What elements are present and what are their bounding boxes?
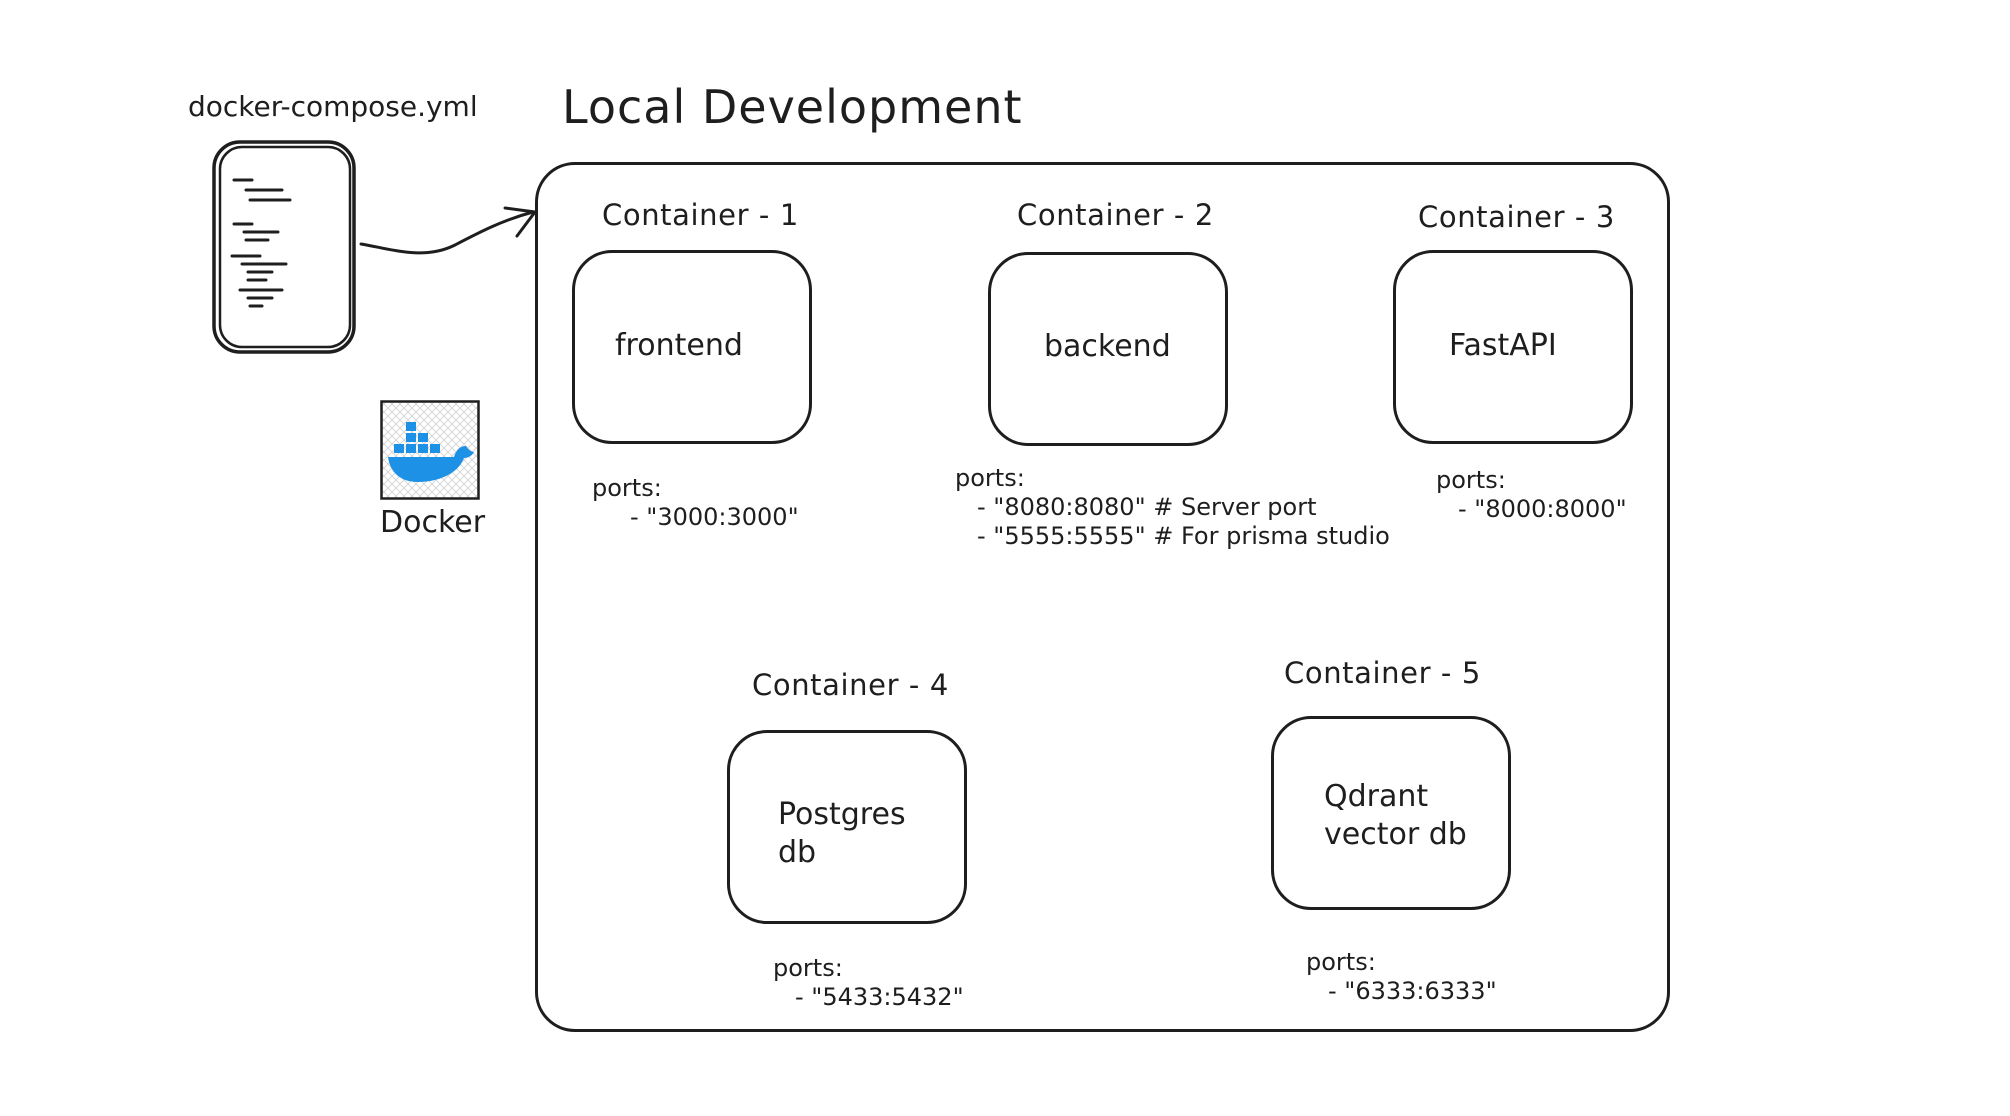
container-3-title: Container - 3 [1418, 200, 1615, 234]
container-4-service: Postgres db [778, 797, 906, 870]
container-3-ports: ports: - "8000:8000" [1436, 466, 1627, 524]
container-2-box[interactable] [988, 252, 1228, 446]
container-4-title: Container - 4 [752, 668, 949, 702]
container-2-ports: ports: - "8080:8080" # Server port - "55… [955, 464, 1390, 551]
compose-arrow [359, 206, 537, 255]
container-4-box[interactable] [727, 730, 967, 924]
port-mapping: - "5433:5432" [795, 983, 964, 1011]
container-2-title: Container - 2 [1017, 198, 1214, 232]
container-5-service: Qdrant vector db [1324, 779, 1467, 852]
container-5-ports: ports: - "6333:6333" [1306, 948, 1497, 1006]
container-1-ports: ports: - "3000:3000" [592, 474, 799, 532]
port-mapping: - "5555:5555" # For prisma studio [977, 522, 1390, 550]
container-1-service: frontend [615, 328, 743, 363]
compose-file-label: docker-compose.yml [188, 90, 478, 123]
port-mapping: - "8080:8080" # Server port [977, 493, 1317, 521]
port-mapping: - "3000:3000" [630, 503, 799, 531]
ports-label: ports: [1306, 948, 1376, 976]
page-title: Local Development [562, 80, 1023, 134]
ports-label: ports: [955, 464, 1025, 492]
container-1-title: Container - 1 [602, 198, 799, 232]
document-icon[interactable] [210, 138, 360, 358]
ports-label: ports: [592, 474, 662, 502]
docker-label: Docker [380, 505, 486, 540]
container-3-box[interactable] [1393, 250, 1633, 444]
container-5-title: Container - 5 [1284, 656, 1481, 690]
ports-label: ports: [1436, 466, 1506, 494]
container-4-ports: ports: - "5433:5432" [773, 954, 964, 1012]
container-5-box[interactable] [1271, 716, 1511, 910]
port-mapping: - "8000:8000" [1458, 495, 1627, 523]
port-mapping: - "6333:6333" [1328, 977, 1497, 1005]
container-1-box[interactable] [572, 250, 812, 444]
ports-label: ports: [773, 954, 843, 982]
docker-whale-icon [380, 400, 480, 500]
container-3-service: FastAPI [1449, 328, 1557, 363]
container-2-service: backend [1044, 329, 1171, 364]
local-development-frame [535, 162, 1670, 1032]
